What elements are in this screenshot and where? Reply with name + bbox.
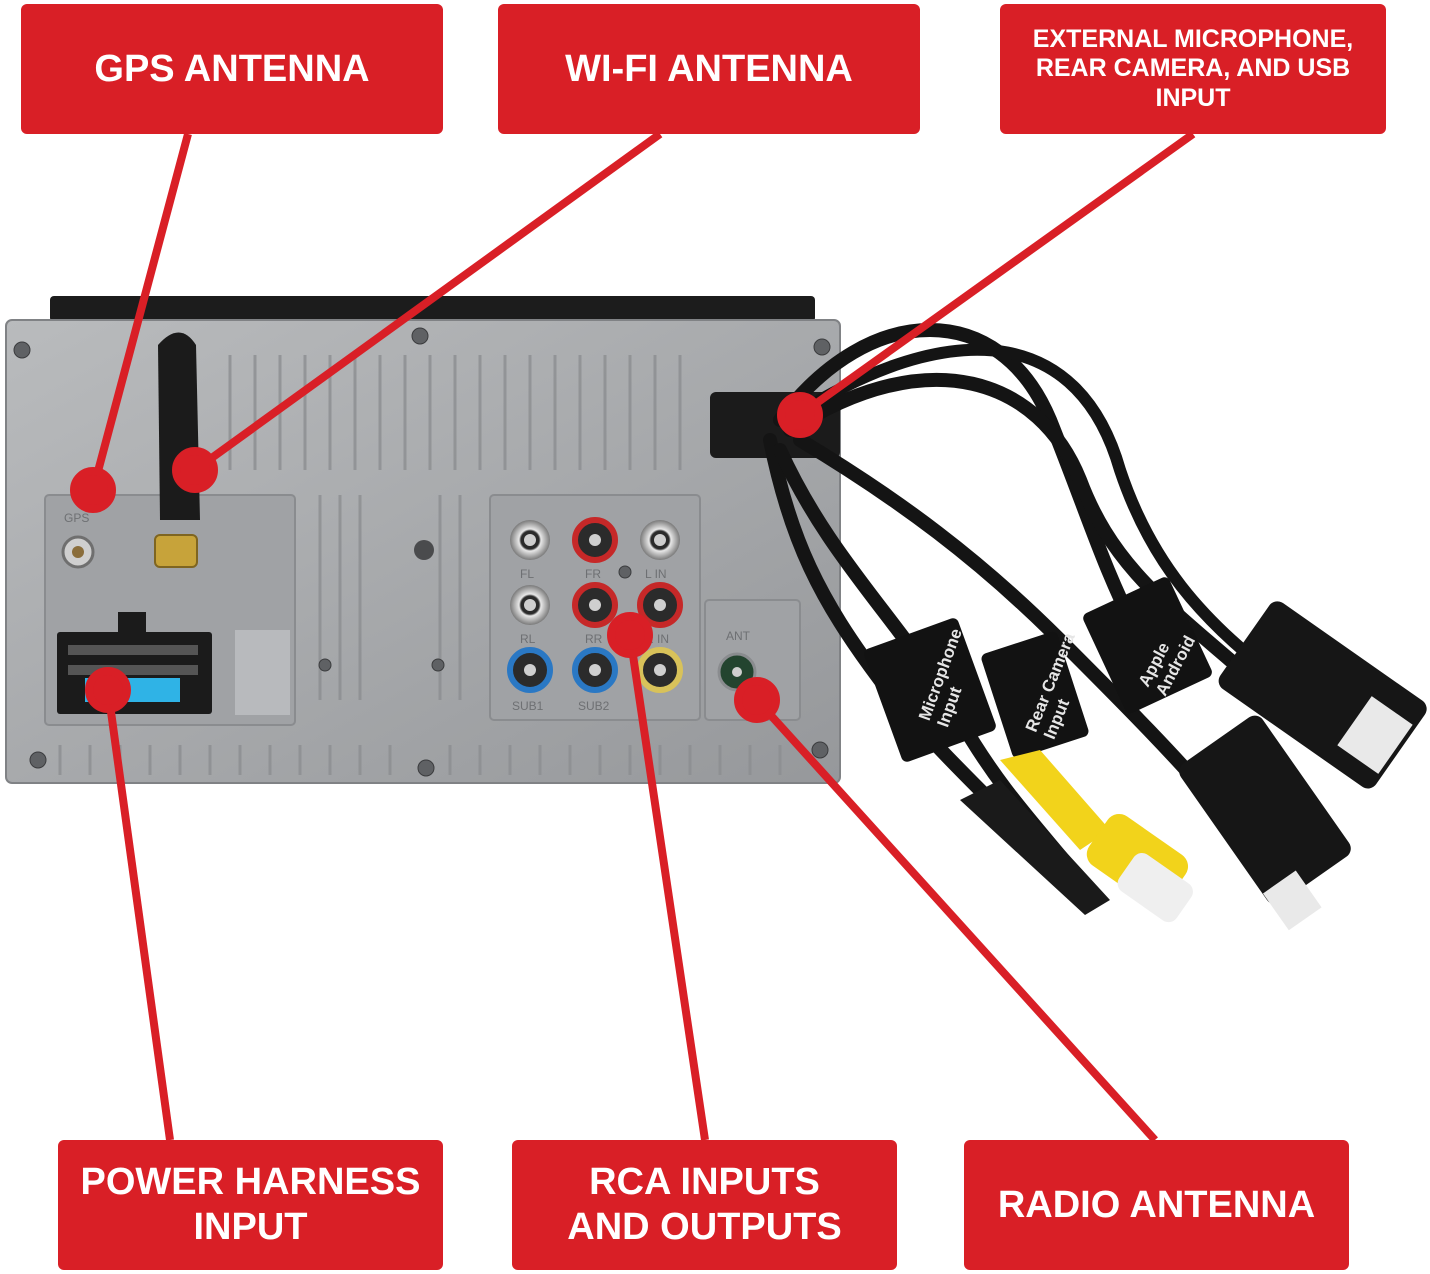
radio-pointer [734, 677, 780, 723]
power-harness-callout: POWER HARNESS INPUT [58, 1140, 443, 1270]
marking-ant: ANT [726, 629, 751, 643]
marking-rl: RL [520, 632, 536, 646]
mount-hole [414, 540, 434, 560]
gps-leader [89, 132, 192, 492]
tag-usb [1083, 577, 1212, 714]
tag-microphone [864, 618, 996, 762]
marking-sub2: SUB2 [578, 699, 610, 713]
wifi-pointer [172, 447, 218, 493]
marking-fl: FL [520, 567, 534, 581]
marking-lin: L IN [645, 567, 667, 581]
radio-antenna-callout: RADIO ANTENNA [964, 1140, 1349, 1270]
marking-sub1: SUB1 [512, 699, 544, 713]
radio-leader [754, 697, 1158, 1143]
cable-bundle [763, 323, 1286, 887]
chassis-top-edge [50, 296, 815, 322]
chassis-screws [13, 327, 831, 777]
harness-pins [68, 645, 198, 675]
rca-pointer [607, 612, 653, 658]
gps-antenna-callout: GPS ANTENNA [21, 4, 443, 134]
external-inputs-callout: EXTERNAL MICROPHONE, REAR CAMERA, AND US… [1000, 4, 1386, 134]
power-leader [104, 689, 174, 1141]
mic-jack-plug [960, 780, 1110, 915]
tag-camera [981, 631, 1089, 759]
wifi-leader [192, 130, 663, 474]
yellow-rca-boot [1000, 750, 1110, 850]
marking-gps: GPS [64, 511, 89, 525]
rca-jacks [507, 517, 683, 693]
label-sticker [235, 630, 290, 715]
external-leader [797, 130, 1196, 419]
marking-fr: FR [585, 567, 601, 581]
usb-connector-2 [1179, 715, 1351, 905]
external-pointer [777, 392, 823, 438]
gps-pointer [70, 467, 116, 513]
rca-callout: RCA INPUTS AND OUTPUTS [512, 1140, 897, 1270]
leader-lines [70, 130, 1196, 1143]
wifi-antenna-callout: WI-FI ANTENNA [498, 4, 920, 134]
power-pointer [85, 667, 131, 713]
wifi-antenna-base [154, 534, 198, 568]
rca-leader [626, 634, 709, 1141]
marking-rr: RR [585, 632, 603, 646]
